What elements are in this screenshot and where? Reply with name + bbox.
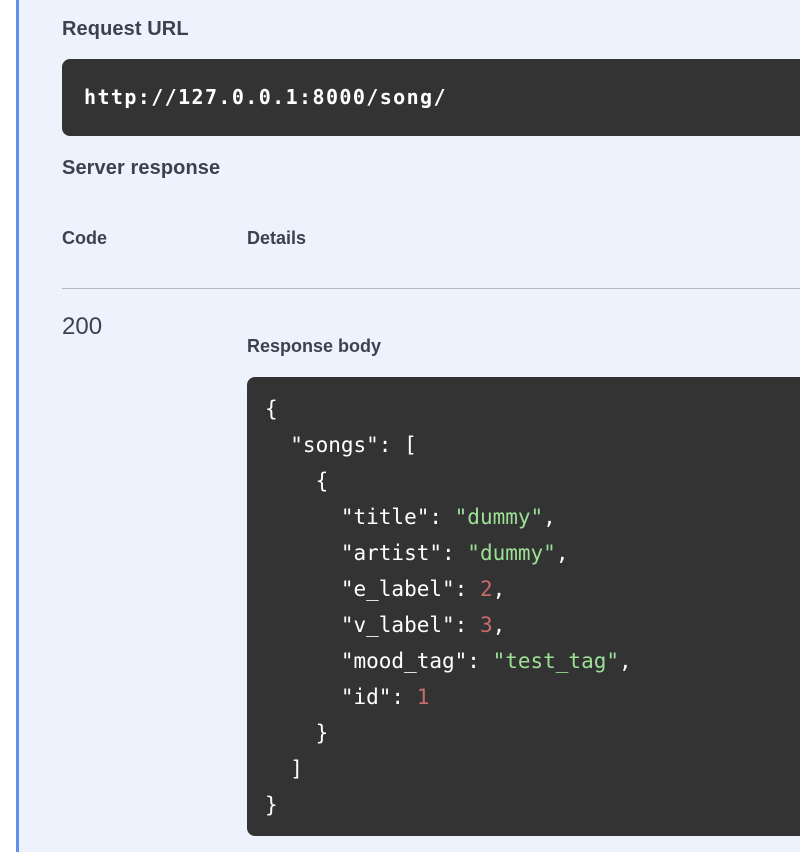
request-url-text: http://127.0.0.1:8000/song/ [84, 85, 447, 109]
json-token: { [265, 469, 329, 493]
column-header-code: Code [62, 228, 107, 248]
left-gutter [0, 0, 16, 852]
json-token: "title": [265, 505, 455, 529]
json-token: "songs": [ [265, 433, 417, 457]
json-token: "dummy" [454, 505, 544, 529]
json-token: } [265, 721, 329, 745]
column-header-details: Details [247, 228, 307, 248]
json-token: 2 [479, 577, 493, 601]
json-token: 1 [416, 685, 430, 709]
json-token: "mood_tag": [265, 649, 493, 673]
json-token: "e_label": [265, 577, 480, 601]
json-token: , [492, 613, 506, 637]
response-body-label: Response body [247, 336, 382, 356]
table-header-divider [62, 288, 800, 289]
response-panel-body: Request URL http://127.0.0.1:8000/song/ … [19, 0, 800, 852]
server-response-heading: Server response [62, 157, 221, 179]
active-operation-rail [16, 0, 19, 852]
json-token: 3 [479, 613, 493, 637]
json-token: "dummy" [467, 541, 556, 565]
json-token: , [492, 577, 506, 601]
json-token: "artist": [265, 541, 468, 565]
json-token: "test_tag" [492, 649, 620, 673]
json-token: } [265, 793, 278, 817]
json-token: { [265, 397, 278, 421]
request-url-heading: Request URL [62, 18, 189, 40]
json-token: , [543, 505, 556, 529]
json-token: "v_label": [265, 613, 480, 637]
json-token: ] [265, 757, 303, 781]
response-body-json: { "songs": [ { "title": "dummy", "artist… [247, 377, 800, 823]
request-url-bar: http://127.0.0.1:8000/song/ [62, 59, 800, 136]
json-token: , [619, 649, 632, 673]
json-token: , [555, 541, 569, 565]
response-body-code-block[interactable]: { "songs": [ { "title": "dummy", "artist… [247, 377, 800, 836]
response-status-code: 200 [62, 313, 103, 340]
json-token: "id": [265, 685, 417, 709]
